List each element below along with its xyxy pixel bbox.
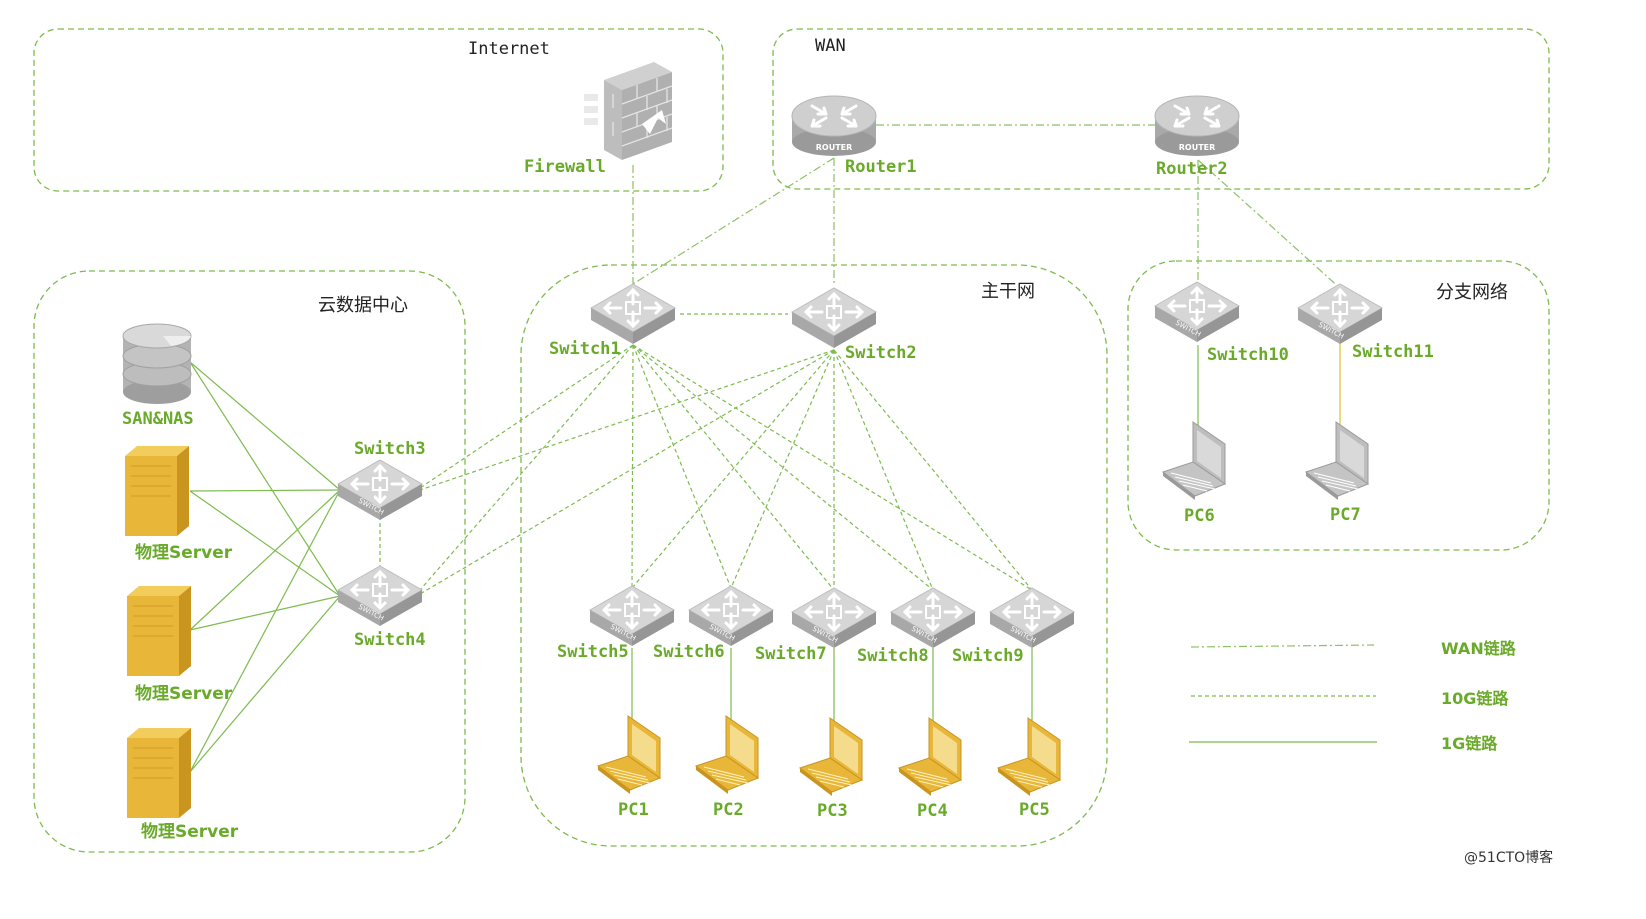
- link-switch2-switch3: [419, 349, 835, 491]
- link-switch1-switch7: [632, 344, 835, 591]
- zone-cloud-dc-label: 云数据中心: [318, 295, 408, 316]
- firewall-icon: [583, 61, 673, 161]
- link-switch1-switch9: [632, 344, 1033, 591]
- router1-label: Router1: [845, 157, 917, 177]
- link-san-switch3: [189, 361, 341, 491]
- pc3-label: PC3: [817, 801, 848, 821]
- switch11-label: Switch11: [1352, 342, 1434, 362]
- switch6-icon: SWITCH: [687, 584, 775, 648]
- link-switch1-switch5: [631, 344, 634, 589]
- link-server1-switch4: [189, 490, 341, 597]
- switch9-label: Switch9: [952, 646, 1024, 666]
- server2-icon: [126, 585, 192, 677]
- link-switch1-switch4: [419, 344, 634, 591]
- switch4-label: Switch4: [354, 630, 426, 650]
- pc6-label: PC6: [1184, 506, 1215, 526]
- zone-wan-label: WAN: [815, 36, 846, 56]
- legend: WAN链路 10G链路 1G链路: [1189, 639, 1517, 753]
- switch2-label: Switch2: [845, 343, 917, 363]
- link-san-switch4: [189, 361, 341, 597]
- pc5-label: PC5: [1019, 800, 1050, 820]
- server1-label: 物理Server: [135, 542, 233, 563]
- switch10-icon: SWITCH: [1153, 280, 1241, 344]
- zone-branch: [1127, 260, 1550, 551]
- router2-icon: ROUTER: [1153, 94, 1241, 158]
- pc1-label: PC1: [618, 800, 649, 820]
- switch5-label: Switch5: [557, 642, 629, 662]
- pc2-icon: [695, 715, 759, 795]
- switch9-icon: SWITCH: [988, 586, 1076, 650]
- pc5-icon: [997, 717, 1061, 797]
- switch3-icon: SWITCH: [336, 458, 424, 522]
- link-switch2-switch4: [419, 349, 835, 595]
- switch4-icon: SWITCH: [336, 564, 424, 628]
- link-server2-switch3: [189, 489, 341, 631]
- switch1-icon: [589, 282, 677, 346]
- legend-10g-label: 10G链路: [1441, 689, 1509, 708]
- server3-icon: [126, 727, 192, 819]
- link-switch1-switch6: [632, 344, 732, 589]
- pc7-icon: [1305, 421, 1369, 501]
- link-switch2-switch5: [631, 349, 835, 589]
- router2-tag: ROUTER: [1179, 143, 1216, 152]
- switch8-label: Switch8: [857, 646, 929, 666]
- watermark: @51CTO博客: [1464, 849, 1553, 866]
- zone-branch-label: 分支网络: [1436, 282, 1508, 303]
- switch5-icon: SWITCH: [588, 584, 676, 648]
- san-nas-label: SAN&NAS: [122, 409, 194, 429]
- router2-label: Router2: [1156, 159, 1228, 179]
- zone-cloud-dc: [33, 270, 466, 853]
- link-switch1-switch3: [419, 344, 634, 489]
- pc2-label: PC2: [713, 800, 744, 820]
- switch2-icon: [790, 286, 878, 350]
- links: [189, 124, 1343, 773]
- link-router2-switch11: [1197, 159, 1343, 291]
- link-server2-switch4: [189, 595, 341, 631]
- legend-wan-line: [1190, 644, 1375, 648]
- switch7-label: Switch7: [755, 644, 827, 664]
- server2-label: 物理Server: [135, 683, 233, 704]
- pc7-label: PC7: [1330, 505, 1361, 525]
- pc6-icon: [1162, 421, 1226, 501]
- switch10-label: Switch10: [1207, 345, 1289, 365]
- switch8-icon: SWITCH: [889, 586, 977, 650]
- pc4-label: PC4: [917, 801, 948, 821]
- link-switch2-switch8: [833, 349, 934, 591]
- zone-backbone: [520, 264, 1108, 847]
- switch6-label: Switch6: [653, 642, 725, 662]
- link-server3-switch4: [189, 595, 341, 773]
- pc4-icon: [898, 717, 962, 797]
- link-switch1-switch8: [632, 344, 934, 591]
- switch3-label: Switch3: [354, 439, 426, 459]
- zone-wan: [772, 28, 1550, 190]
- zone-internet: [33, 28, 724, 192]
- pc3-icon: [799, 717, 863, 797]
- server1-icon: [124, 445, 190, 537]
- router1-tag: ROUTER: [816, 143, 853, 152]
- server3-label: 物理Server: [141, 821, 239, 842]
- pc1-icon: [597, 715, 661, 795]
- legend-1g-label: 1G链路: [1441, 734, 1498, 753]
- switch1-label: Switch1: [549, 339, 621, 359]
- zone-backbone-label: 主干网: [981, 281, 1035, 302]
- link-switch2-switch6: [730, 349, 835, 589]
- legend-wan-label: WAN链路: [1441, 639, 1517, 658]
- zone-internet-label: Internet: [468, 39, 550, 59]
- link-server3-switch3: [189, 489, 341, 773]
- firewall-label: Firewall: [524, 157, 606, 177]
- san-nas-icon: [122, 323, 192, 405]
- link-switch2-switch9: [833, 349, 1033, 591]
- link-server1-switch3: [189, 489, 341, 492]
- link-router1-switch1: [632, 157, 835, 285]
- router1-icon: ROUTER: [790, 94, 878, 158]
- switch11-icon: SWITCH: [1296, 282, 1384, 346]
- switch7-icon: SWITCH: [790, 586, 878, 650]
